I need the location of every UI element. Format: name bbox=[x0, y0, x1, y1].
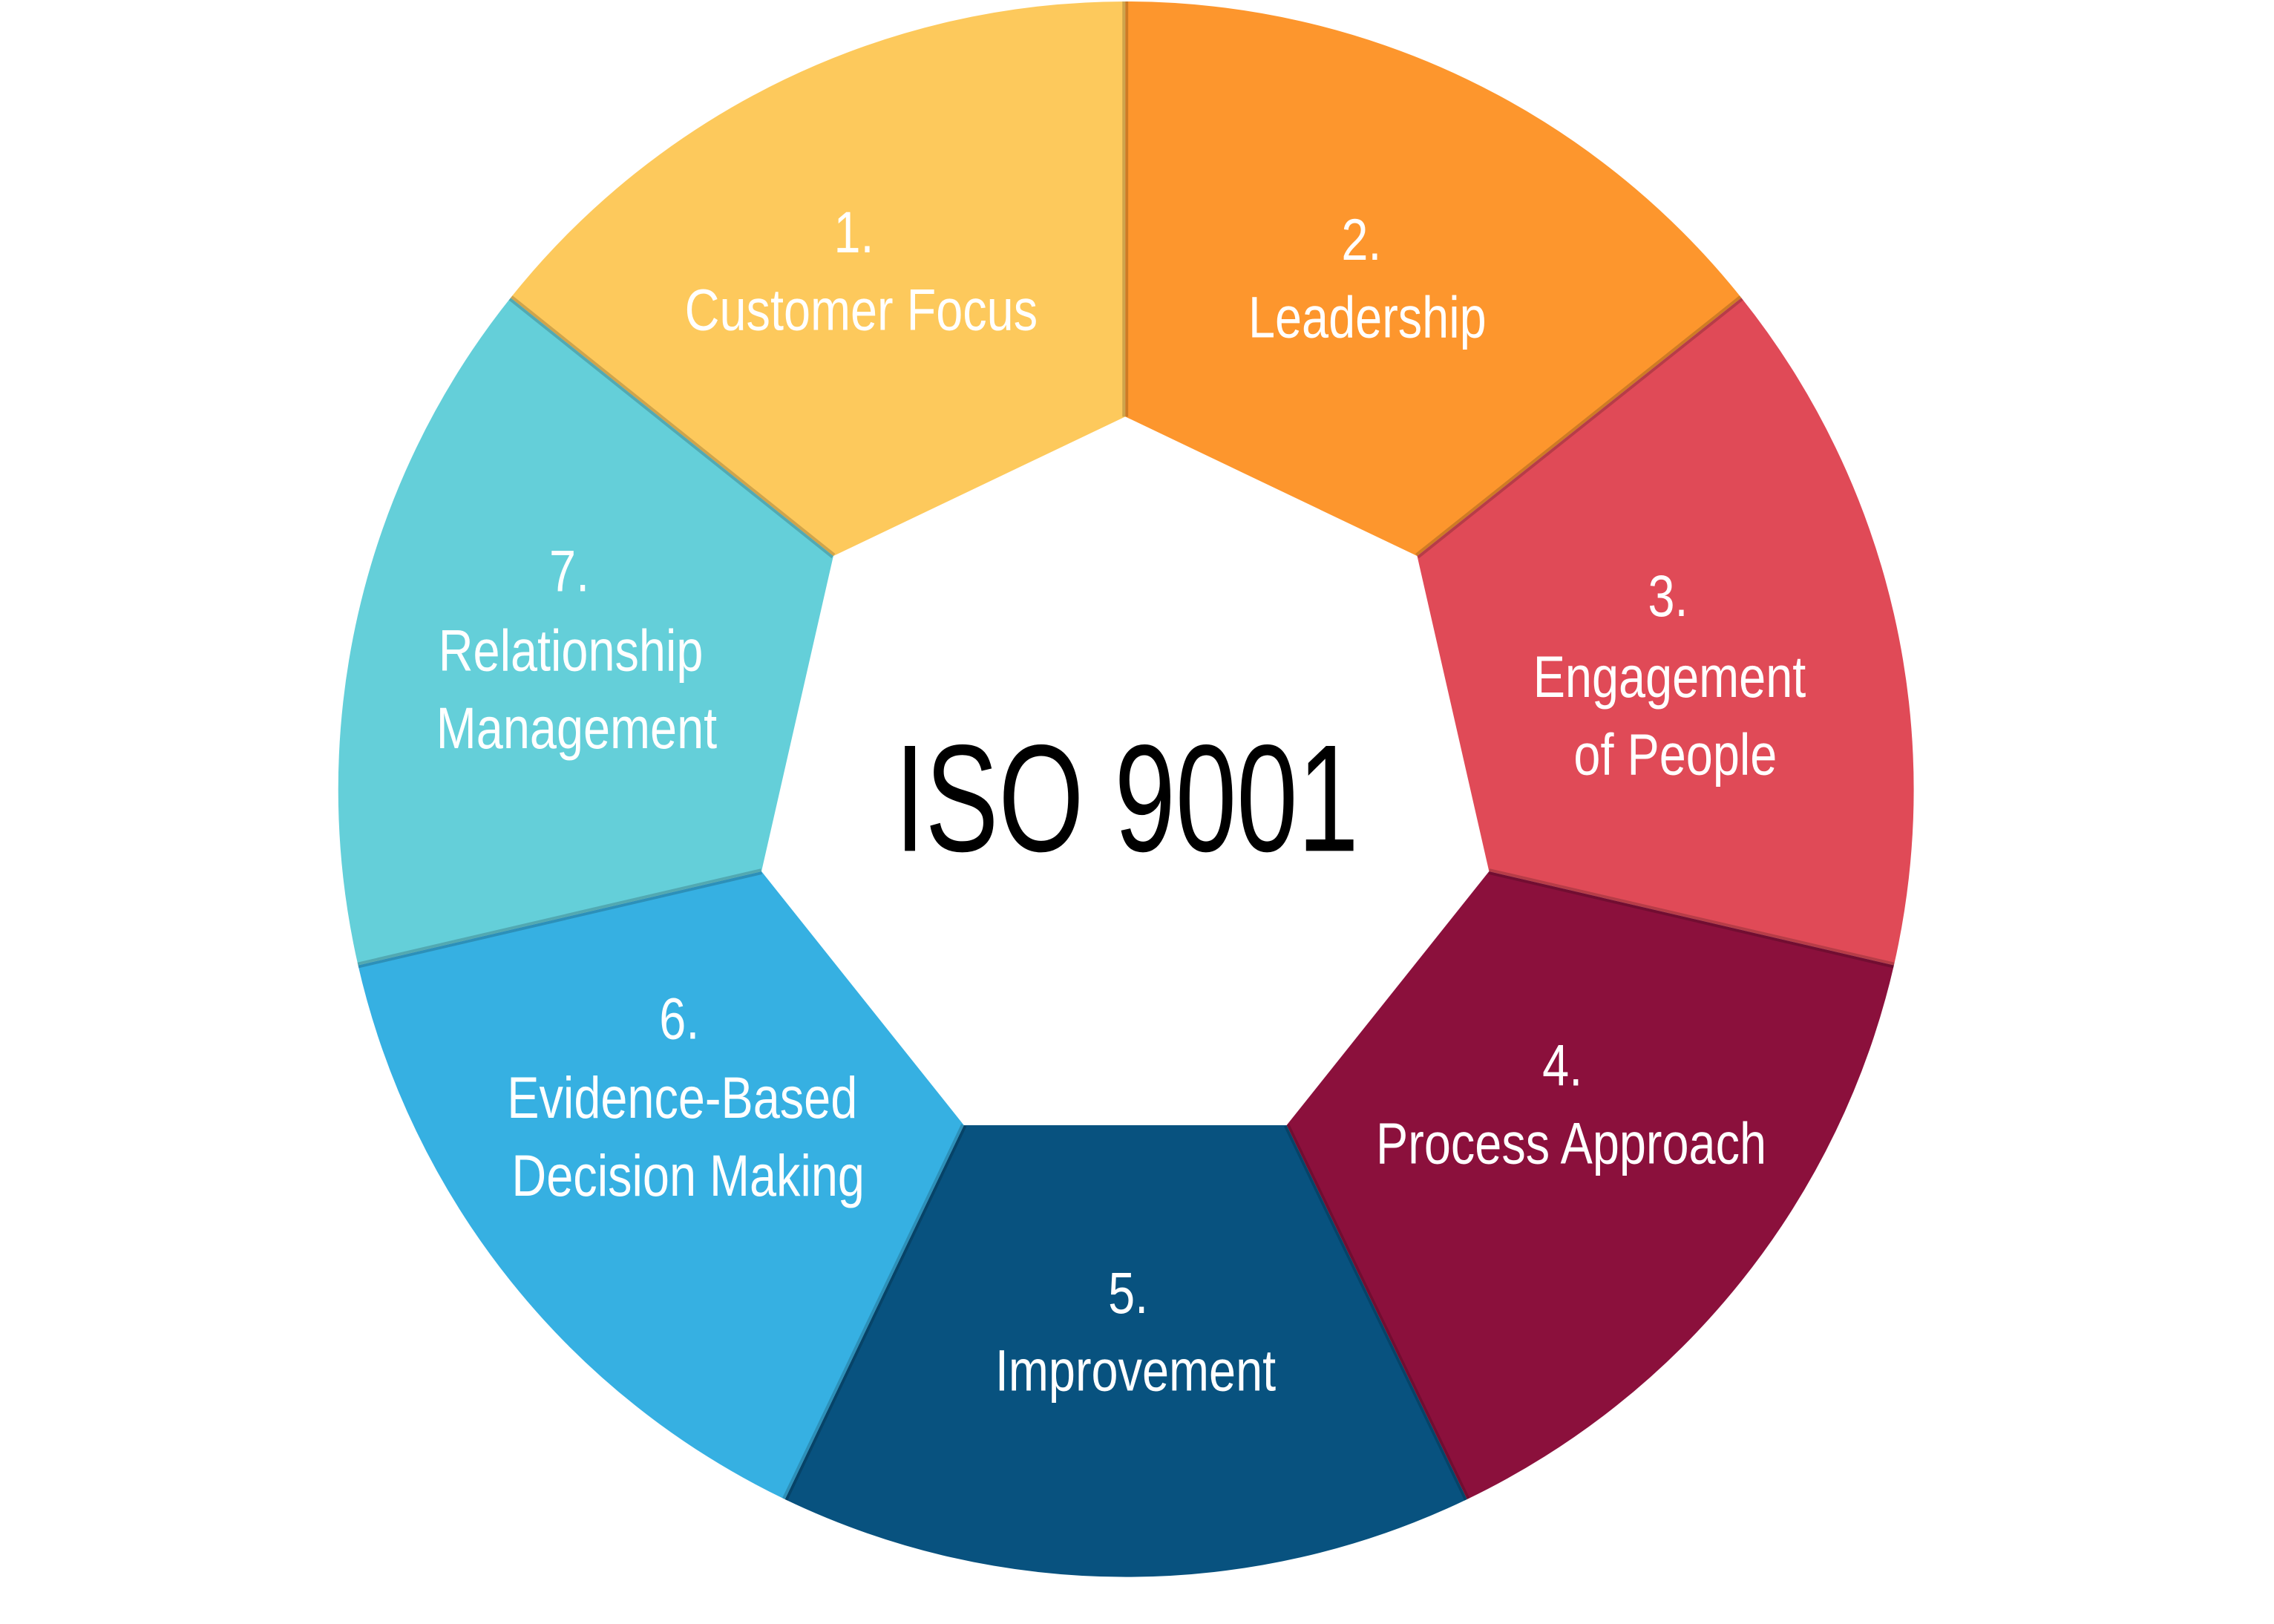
principle-name: Customer Focus bbox=[685, 278, 1038, 343]
label-improvement: 5. Improvement bbox=[995, 1261, 1276, 1404]
principle-number: 1. bbox=[833, 200, 874, 265]
principle-name-line-2: of People bbox=[1573, 723, 1777, 788]
principle-name: Improvement bbox=[995, 1339, 1276, 1404]
label-engagement-of-people: 3. Engagement of People bbox=[1533, 564, 1806, 788]
principle-name: Process Approach bbox=[1376, 1111, 1766, 1176]
label-customer-focus: 1. Customer Focus bbox=[685, 200, 1038, 343]
label-process-approach: 4. Process Approach bbox=[1376, 1034, 1766, 1176]
segment-customer-focus bbox=[511, 1, 1126, 557]
label-leadership: 2. Leadership bbox=[1248, 208, 1487, 350]
principle-name-line-2: Decision Making bbox=[511, 1144, 865, 1208]
segment-engagement-of-people bbox=[1417, 298, 1914, 966]
principle-name: Leadership bbox=[1248, 286, 1487, 350]
fold-shadows bbox=[357, 1, 1895, 1501]
principle-number: 2. bbox=[1341, 208, 1381, 272]
segment-evidence-based-decision-making bbox=[358, 871, 964, 1499]
principle-name-line-2: Management bbox=[436, 696, 717, 761]
principle-name-line-1: Relationship bbox=[439, 618, 704, 683]
principle-number: 3. bbox=[1648, 564, 1688, 629]
principle-number: 5. bbox=[1108, 1261, 1148, 1326]
segment-process-approach bbox=[1286, 871, 1894, 1499]
center-title: ISO 9001 bbox=[895, 713, 1359, 883]
segment-leadership bbox=[1125, 1, 1742, 557]
segment-relationship-management bbox=[338, 298, 833, 966]
principle-number: 4. bbox=[1542, 1034, 1582, 1099]
label-relationship-management: 7. Relationship Management bbox=[436, 540, 717, 762]
label-evidence-based-decision-making: 6. Evidence-Based Decision Making bbox=[507, 986, 865, 1208]
principle-number: 6. bbox=[659, 986, 699, 1051]
principle-number: 7. bbox=[549, 540, 589, 604]
principle-name-line-1: Engagement bbox=[1533, 645, 1806, 710]
segment-improvement bbox=[784, 1124, 1467, 1577]
principle-name-line-1: Evidence-Based bbox=[507, 1066, 857, 1130]
